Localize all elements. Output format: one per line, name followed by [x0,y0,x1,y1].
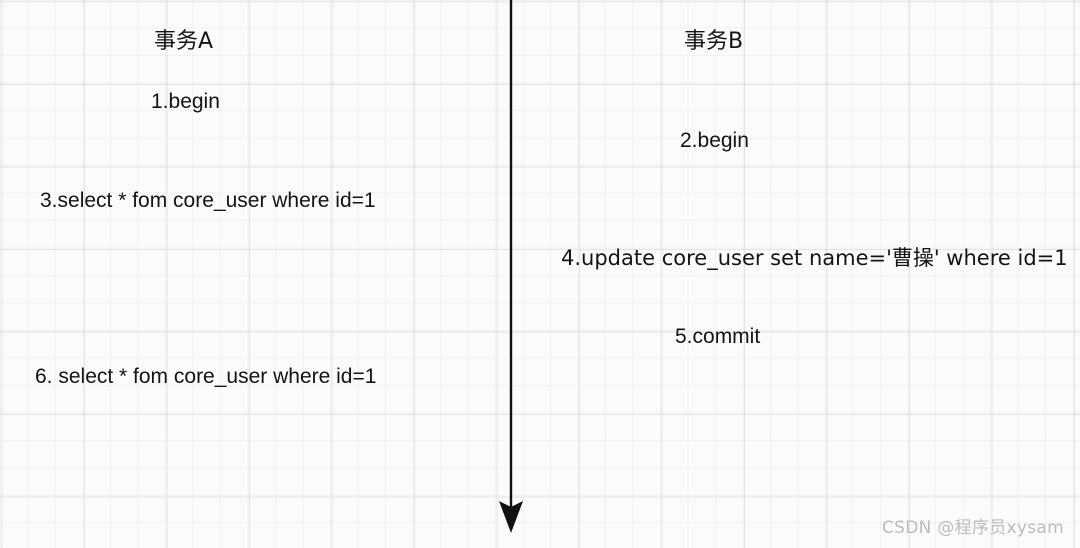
lane-title-right: 事务B [684,29,744,54]
time-axis-arrowhead [499,501,523,533]
left-step-3: 3.select * fom core_user where id=1 [40,189,376,212]
left-step-6: 6. select * fom core_user where id=1 [35,365,377,388]
left-step-1: 1.begin [151,90,220,113]
right-step-4: 4.update core_user set name='曹操' where i… [561,246,1068,270]
right-step-5: 5.commit [675,325,761,348]
right-step-2: 2.begin [680,129,749,152]
lane-title-left: 事务A [154,29,214,54]
csdn-watermark: CSDN @程序员xysam [881,518,1064,538]
